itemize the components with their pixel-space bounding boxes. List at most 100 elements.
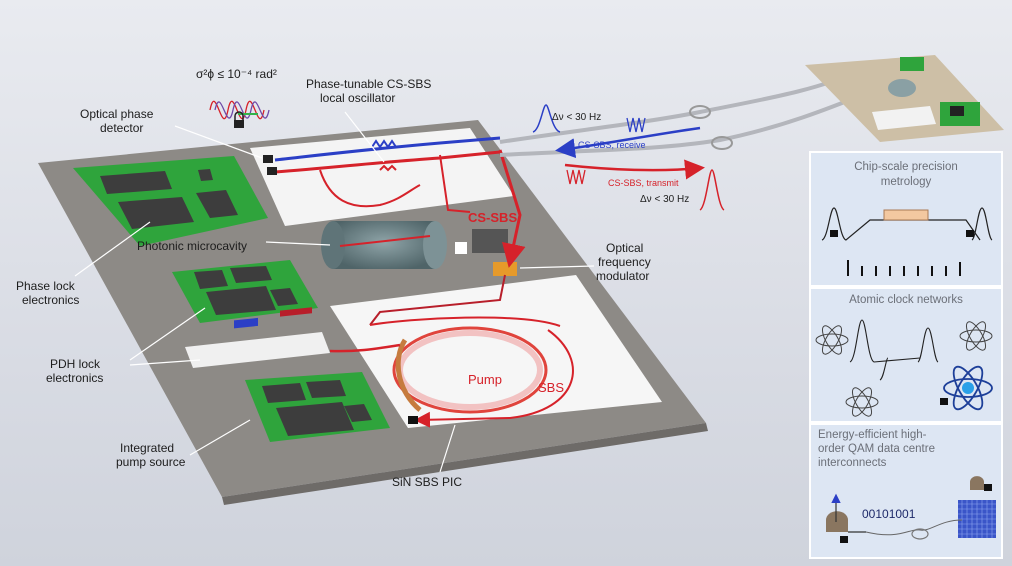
transmit-linewidth-peak — [699, 169, 725, 211]
qam-node-left — [826, 511, 848, 532]
qam-fiber-coil — [911, 528, 929, 540]
remote-pic — [872, 106, 936, 130]
leader-pdh-1 — [129, 307, 206, 361]
sbs-label: SBS — [538, 380, 564, 395]
cs-sbs-transmit-label: CS-SBS, transmit — [608, 178, 679, 188]
fiber-receive — [499, 68, 861, 144]
metrology-frequency-comb — [847, 260, 961, 276]
phase-lock-label-1: Phase lock — [16, 279, 76, 293]
lo-pic — [250, 128, 514, 226]
metrology-lock-left — [830, 230, 838, 237]
pdh-lock-label-2: electronics — [46, 371, 103, 385]
lo-red-loop — [319, 169, 421, 208]
qam-lock-right — [984, 484, 992, 491]
pump-laser-strip — [185, 332, 330, 368]
remote-chip — [950, 106, 964, 116]
pdh-lock-pcb — [172, 260, 318, 323]
fiber-transmit — [499, 90, 871, 157]
clock-spectrum-3 — [917, 327, 939, 363]
cs-sbs-label: CS-SBS — [468, 210, 517, 225]
lock-icon — [234, 120, 244, 128]
pic-facet — [408, 416, 418, 424]
leader-lo — [344, 111, 385, 163]
lock-icon-shackle — [234, 111, 244, 120]
fiber-coil-1 — [689, 105, 711, 119]
cs-sbs-receive-label: CS-SBS, receive — [578, 140, 646, 150]
pump-source-pcb — [245, 372, 390, 442]
red-waveguide-top — [274, 150, 501, 174]
metrology-title-2: metrology — [881, 176, 932, 188]
main-board-edge — [222, 423, 708, 505]
qam-fiber-link — [865, 519, 963, 536]
leader-phase-lock — [74, 221, 151, 277]
pump-laser-blue-section — [234, 317, 258, 329]
qam-lock-left — [840, 536, 848, 543]
pump-laser-red-section — [280, 307, 312, 317]
frequency-modulator-chip — [493, 262, 517, 276]
clock-spectrum — [849, 319, 921, 363]
leader-modulator — [519, 265, 595, 269]
metrology-lock-right — [966, 230, 974, 237]
qam-bitstream: 00101001 — [862, 507, 916, 521]
qam-title-1: Energy-efficient high- — [818, 429, 927, 441]
modulator-label-2: frequency — [598, 255, 651, 269]
leader-phase-detector — [174, 125, 263, 159]
modulator-label-3: modulator — [596, 269, 649, 283]
phase-wave-red — [209, 100, 265, 120]
receive-wave — [626, 117, 646, 133]
pump-input-guide — [329, 343, 401, 353]
cs-sbs-block — [472, 229, 508, 253]
optical-phase-detector-label-1: Optical phase — [80, 107, 154, 121]
leader-pic — [439, 424, 456, 473]
transmit-arrow — [564, 159, 705, 180]
atom-icon-highlighted — [943, 365, 993, 411]
fiber-coil-2 — [711, 136, 733, 150]
phase-wave-purple — [214, 101, 270, 119]
transmit-wave — [566, 169, 586, 185]
pump-label: Pump — [468, 372, 502, 387]
qam-node-right — [970, 476, 985, 490]
metrology-peak-right — [971, 207, 993, 241]
atom-icon-1 — [815, 325, 849, 355]
metrology-title-1: Chip-scale precision — [854, 161, 958, 173]
remote-pcb-1 — [900, 57, 924, 71]
optical-phase-detector-label-2: detector — [100, 121, 143, 135]
leader-pdh-2 — [129, 359, 201, 366]
photodetector-1 — [263, 155, 273, 163]
phase-noise-label: σ²ϕ ≤ 10⁻⁴ rad² — [196, 67, 277, 81]
linewidth-receive-label: Δν < 30 Hz — [552, 112, 601, 123]
metrology-reference-cavity — [883, 209, 929, 221]
blue-waveguide-top — [274, 136, 501, 162]
metrology-spectrum — [821, 207, 981, 241]
cs-sbs-lo-label-1: Phase-tunable CS-SBS — [306, 77, 431, 91]
receive-arrow — [555, 126, 701, 159]
modulator-label-1: Optical — [606, 241, 643, 255]
pump-source-label-2: pump source — [116, 455, 186, 469]
sbs-ring-resonator — [392, 326, 548, 414]
lo-red-heater — [379, 164, 397, 172]
pdh-lock-label-1: PDH lock — [50, 357, 101, 371]
linewidth-transmit-label: Δν < 30 Hz — [640, 194, 689, 205]
atom-icon-2 — [959, 321, 993, 351]
clock-spectrum-2 — [879, 357, 889, 381]
red-beam-down — [498, 149, 526, 268]
leader-pump — [189, 419, 251, 456]
pump-source-label-1: Integrated — [120, 441, 174, 455]
atomic-title: Atomic clock networks — [849, 294, 963, 306]
qam-title-2: order QAM data centre — [818, 443, 935, 455]
lo-red-to-cavity — [439, 154, 471, 213]
sin-pic-label: SiN SBS PIC — [392, 475, 462, 489]
app-panel-atomic-clocks: Atomic clock networks — [809, 287, 1003, 423]
atom-nucleus-highlighted — [962, 382, 974, 394]
remote-cavity — [888, 79, 916, 97]
photonic-microcavity — [321, 221, 447, 269]
modulator-to-pic-guide — [369, 274, 506, 326]
clock-lock-icon — [940, 398, 948, 405]
app-panel-metrology: Chip-scale precision metrology — [809, 151, 1003, 287]
photodetector-2 — [267, 167, 277, 175]
ring-heater — [395, 338, 422, 412]
leader-microcavity — [265, 241, 331, 246]
app-panel-qam: Energy-efficient high- order QAM data ce… — [809, 423, 1003, 559]
